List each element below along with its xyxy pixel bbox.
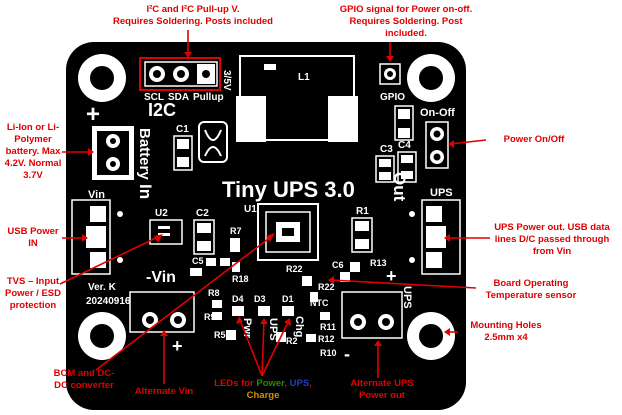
ref-c3: C3 bbox=[380, 144, 393, 155]
ref-c6: C6 bbox=[332, 260, 344, 270]
leds-charge: Charge bbox=[246, 390, 280, 401]
res-r1 bbox=[351, 217, 373, 253]
usb-ups-connector bbox=[409, 199, 461, 275]
logo-symbol bbox=[198, 121, 228, 163]
cap-c1 bbox=[173, 135, 193, 171]
cap-c4-outline bbox=[394, 105, 414, 141]
gpio-pad-outline bbox=[379, 63, 401, 85]
annotation-temp-sensor: Board Operating Temperature sensor bbox=[485, 278, 577, 301]
ref-r11: R11 bbox=[320, 322, 336, 332]
ref-r12: R12 bbox=[318, 334, 335, 344]
annotation-gpio: GPIO signal for Power on-off. Requires S… bbox=[339, 4, 473, 39]
board-title: Tiny UPS 3.0 bbox=[222, 177, 355, 202]
ref-r5: R5 bbox=[214, 330, 226, 340]
annotation-mounting-holes: Mounting Holes 2.5mm x4 bbox=[470, 320, 542, 343]
led-ups bbox=[258, 306, 270, 316]
ups-terminal-silk-label: UPS bbox=[401, 286, 413, 309]
led-chg bbox=[282, 306, 294, 316]
leds-power: Power bbox=[256, 378, 285, 389]
leds-prefix: LEDs for bbox=[214, 378, 257, 389]
pin-label-scl: SCL bbox=[144, 92, 164, 103]
vin-bottom-silk-label: -Vin bbox=[146, 269, 176, 286]
annotation-leds: LEDs for Power, UPS, Charge bbox=[204, 378, 322, 402]
cap-c3 bbox=[375, 155, 395, 183]
cap-c2 bbox=[193, 219, 215, 255]
battery-connector bbox=[92, 126, 134, 180]
ntc-sensor bbox=[320, 312, 330, 320]
chg-silk-label: Chg bbox=[293, 316, 305, 337]
ups-silk-label: UPS bbox=[430, 187, 453, 199]
ref-r8: R8 bbox=[208, 288, 220, 298]
ref-u2: U2 bbox=[155, 208, 168, 219]
ups-minus: - bbox=[344, 344, 350, 364]
chip-u2 bbox=[149, 219, 183, 245]
ref-d4: D4 bbox=[232, 294, 244, 304]
ref-r2: R2 bbox=[286, 336, 298, 346]
ups-plus: + bbox=[386, 266, 397, 286]
ntc-silk-label: NTC bbox=[310, 298, 329, 308]
ref-r9: R9 bbox=[204, 312, 216, 322]
pullup-voltage-label: 3/5V bbox=[221, 70, 232, 91]
ref-c4: C4 bbox=[398, 140, 411, 151]
annotation-usb-in: USB Power IN bbox=[7, 226, 59, 249]
annotation-i2c: I²C and I²C Pull-up V. Requires Solderin… bbox=[113, 4, 273, 27]
callout-arrows bbox=[59, 30, 490, 384]
ref-r17: R18 bbox=[232, 274, 249, 284]
ref-d3: D3 bbox=[254, 294, 266, 304]
ref-l1: L1 bbox=[298, 72, 310, 83]
i2c-silk-label: I2C bbox=[148, 100, 176, 120]
onoff-header bbox=[425, 121, 449, 169]
alt-ups-terminal bbox=[341, 291, 403, 339]
version-label: Ver. K bbox=[88, 282, 117, 293]
ref-r10: R10 bbox=[320, 348, 337, 358]
ref-c2: C2 bbox=[196, 208, 209, 219]
i2c-header bbox=[139, 57, 221, 91]
ref-r22: R22 bbox=[286, 264, 303, 274]
alt-vin-terminal bbox=[129, 291, 195, 333]
annotation-tvs: TVS – Input Power / ESD protection bbox=[5, 276, 61, 311]
date-label: 20240916 bbox=[86, 296, 131, 307]
ref-u1: U1 bbox=[244, 204, 257, 215]
led-pwr bbox=[232, 306, 244, 316]
leds-ups: UPS bbox=[289, 378, 310, 389]
leds-sep1: , bbox=[284, 378, 290, 389]
battery-silk-label: Battery bbox=[136, 128, 153, 180]
annotation-battery: Li-Ion or Li- Polymer battery. Max 4.2V.… bbox=[4, 122, 62, 181]
onoff-silk-label: On-Off bbox=[420, 107, 455, 119]
pin-label-sda: SDA bbox=[168, 92, 189, 103]
ref-r1: R1 bbox=[356, 206, 369, 217]
ref-c1: C1 bbox=[176, 124, 189, 135]
annotation-power-onoff: Power On/Off bbox=[503, 134, 565, 145]
vin-silk-label: Vin bbox=[88, 189, 105, 201]
ref-r13: R13 bbox=[370, 258, 387, 268]
chip-u1 bbox=[257, 203, 319, 261]
ref-d1: D1 bbox=[282, 294, 294, 304]
pwr-silk-label: Pwr bbox=[241, 318, 253, 339]
annotation-ups-out: UPS Power out. USB data lines D/C passed… bbox=[494, 222, 610, 257]
annotation-bcm: BCM and DC- DC converter bbox=[53, 368, 115, 391]
in-silk-label: In bbox=[136, 184, 155, 199]
mounting-holes bbox=[78, 54, 455, 360]
out-silk-label: Out bbox=[390, 172, 409, 202]
annotation-alt-ups: Alternate UPS Power out bbox=[350, 378, 414, 401]
ref-r7: R7 bbox=[230, 226, 242, 236]
ref-r18: R22 bbox=[318, 282, 335, 292]
res-r7 bbox=[230, 238, 240, 252]
gpio-silk-label: GPIO bbox=[380, 92, 405, 103]
leds-sep2: , bbox=[309, 378, 312, 389]
vin-plus: + bbox=[172, 336, 183, 356]
ref-c5: C5 bbox=[192, 256, 204, 266]
annotation-alt-vin: Alternate Vin bbox=[134, 386, 194, 397]
usb-vin-connector bbox=[71, 199, 123, 275]
inductor-l1 bbox=[236, 55, 358, 142]
battery-plus: + bbox=[86, 101, 100, 128]
pin-label-pullup: Pullup bbox=[193, 92, 224, 103]
